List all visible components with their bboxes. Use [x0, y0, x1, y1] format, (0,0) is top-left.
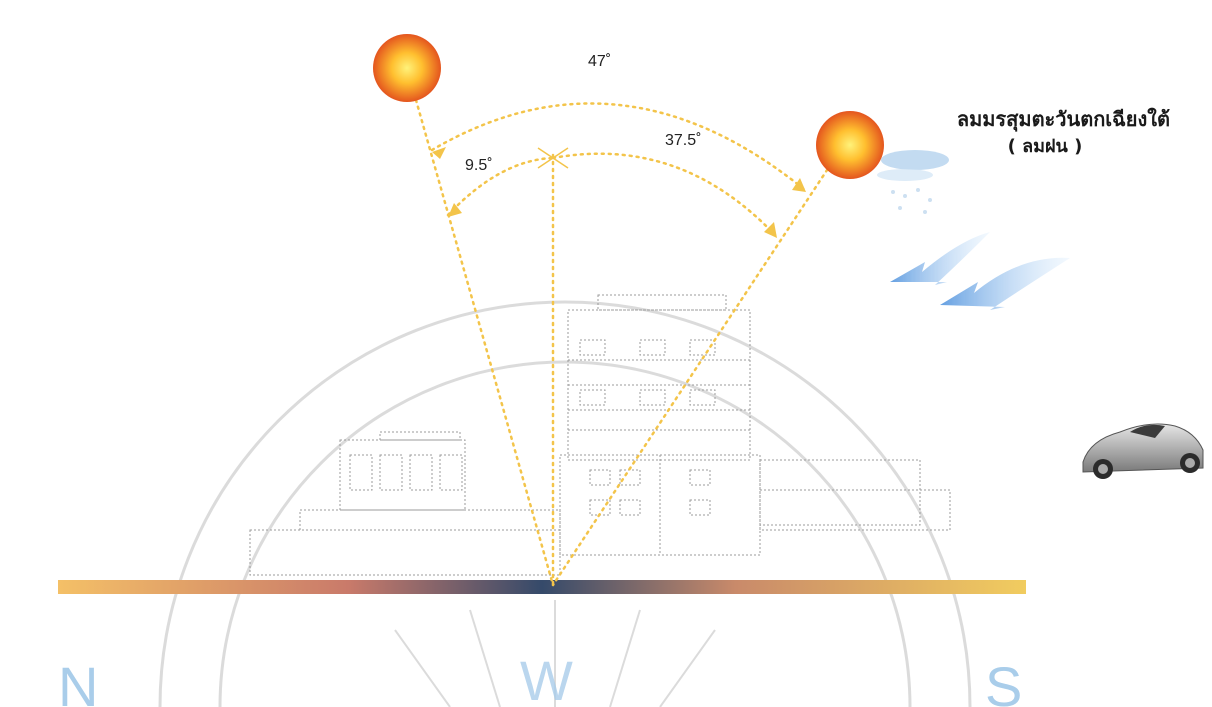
wind-subtitle: ( ลมฝน )	[1008, 136, 1083, 157]
angle-arcs	[430, 102, 807, 237]
sun-icon	[816, 111, 884, 179]
watermark-seal	[158, 300, 972, 707]
angle-label-total: 47˚	[588, 53, 611, 70]
compass-west: W	[520, 649, 573, 707]
zenith-mark	[537, 147, 569, 169]
angle-label-south: 37.5˚	[665, 132, 701, 149]
sun-ray-lines	[414, 98, 837, 587]
angle-label-north: 9.5˚	[465, 157, 493, 174]
building-elevation	[249, 294, 951, 576]
cloud-icon	[877, 150, 949, 214]
compass-north: N	[58, 655, 98, 707]
compass-south: S	[985, 655, 1022, 707]
sun-icon	[373, 34, 441, 102]
wind-title: ลมมรสุมตะวันตกเฉียงใต้	[957, 107, 1170, 132]
ground-line	[58, 580, 1026, 594]
arc-arrowheads	[432, 147, 806, 238]
wind-arrow-icon	[890, 232, 1070, 310]
car-icon	[1082, 423, 1204, 479]
